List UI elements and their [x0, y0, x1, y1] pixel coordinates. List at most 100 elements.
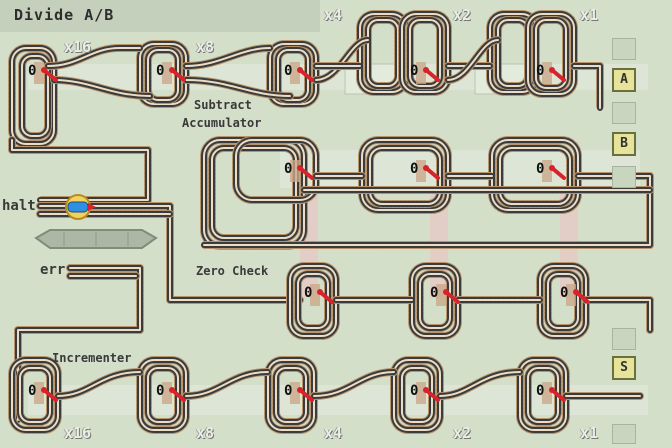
track-segment: [409, 19, 441, 87]
switch-counter: 0: [28, 63, 37, 79]
switch-pivot: [423, 165, 429, 171]
switch-pivot: [41, 67, 47, 73]
register-slot[interactable]: [612, 328, 636, 350]
switch-counter: 0: [284, 161, 293, 177]
track-segment: [147, 367, 179, 423]
switch-base: [416, 382, 426, 404]
multiplier-label: x1: [580, 424, 599, 442]
switch-pivot: [549, 387, 555, 393]
halt-label: halt: [2, 198, 36, 214]
track-segment: [411, 265, 459, 337]
switch-counter: 0: [156, 63, 165, 79]
multiplier-label: x8: [196, 38, 215, 56]
switch-base: [162, 382, 172, 404]
switch-counter: 0: [284, 383, 293, 399]
register-b[interactable]: B: [612, 132, 636, 156]
switch-pivot: [443, 289, 449, 295]
track-segment: [53, 79, 151, 97]
switch-pivot: [297, 165, 303, 171]
switch-base: [34, 382, 44, 404]
track-segment: [39, 205, 301, 301]
track-segment: [527, 367, 559, 423]
track-segment: [401, 367, 433, 423]
track-segment: [11, 359, 59, 431]
register-slot[interactable]: [612, 38, 636, 60]
track-segment: [547, 273, 579, 329]
track-segment: [535, 19, 567, 89]
track-segment: [275, 367, 307, 423]
track-segment: [185, 79, 291, 97]
switch-pivot: [549, 165, 555, 171]
section-label-accumulator: Accumulator: [182, 116, 262, 130]
multiplier-label: x2: [453, 6, 472, 24]
switch-pivot: [169, 387, 175, 393]
track-segment: [11, 139, 149, 201]
multiplier-label: x16: [64, 424, 92, 442]
switch-counter: 0: [410, 383, 419, 399]
track-segment: [419, 273, 451, 329]
switch-pivot: [423, 67, 429, 73]
track-segment: [47, 47, 141, 67]
register-a[interactable]: A: [612, 68, 636, 92]
switch-pivot: [169, 67, 175, 73]
switch-pivot: [297, 387, 303, 393]
switch-base: [310, 284, 320, 306]
track-segment: [313, 371, 395, 397]
track-segment: [585, 299, 651, 331]
track-segment: [439, 371, 521, 397]
track-segment: [147, 49, 179, 101]
switch-base: [416, 160, 426, 182]
section-label-incrementer: Incrementer: [52, 351, 132, 365]
track-segment: [11, 47, 55, 145]
track-segment: [211, 147, 297, 239]
track-segment: [57, 371, 141, 397]
switch-pivot: [317, 289, 323, 295]
switch-pivot: [573, 289, 579, 295]
title-bar: Divide A/B: [0, 0, 320, 32]
switch-base: [566, 284, 576, 306]
track-segment: [185, 47, 271, 67]
multiplier-label: x1: [580, 6, 599, 24]
switch-base: [542, 382, 552, 404]
switch-counter: 0: [410, 161, 419, 177]
register-slot[interactable]: [612, 424, 636, 444]
switch-counter: 0: [536, 63, 545, 79]
switch-base: [290, 382, 300, 404]
multiplier-label: x2: [453, 424, 472, 442]
switch-base: [162, 62, 172, 84]
switch-base: [290, 62, 300, 84]
switch-base: [416, 62, 426, 84]
switch-pivot: [423, 387, 429, 393]
switch-counter: 0: [560, 285, 569, 301]
switch-counter: 0: [536, 161, 545, 177]
track-segment: [139, 359, 187, 431]
track-segment: [19, 367, 51, 423]
track-segment: [519, 359, 567, 431]
register-slot[interactable]: [612, 102, 636, 124]
switch-pivot: [549, 67, 555, 73]
track-segment: [447, 39, 499, 81]
track-segment: [527, 13, 575, 95]
section-label-zero-check: Zero Check: [196, 264, 269, 278]
register-slot[interactable]: [612, 166, 636, 188]
switch-counter: 0: [536, 383, 545, 399]
register-s[interactable]: S: [612, 356, 636, 380]
direction-arrow-icon: [88, 203, 96, 211]
multiplier-label: x16: [64, 38, 92, 56]
switch-counter: 0: [284, 63, 293, 79]
track-segment: [185, 371, 269, 397]
multiplier-label: x8: [196, 424, 215, 442]
switch-counter: 0: [156, 383, 165, 399]
track-segment: [139, 43, 187, 105]
engine-cab: [67, 201, 89, 213]
track-segment: [315, 39, 369, 81]
track-segment: [235, 139, 317, 201]
switch-base: [542, 62, 552, 84]
multiplier-label: x4: [324, 6, 343, 24]
track-segment: [289, 265, 337, 337]
switch-base: [34, 62, 44, 84]
track-segment: [367, 19, 399, 87]
switch-counter: 0: [28, 383, 37, 399]
switch-base: [542, 160, 552, 182]
